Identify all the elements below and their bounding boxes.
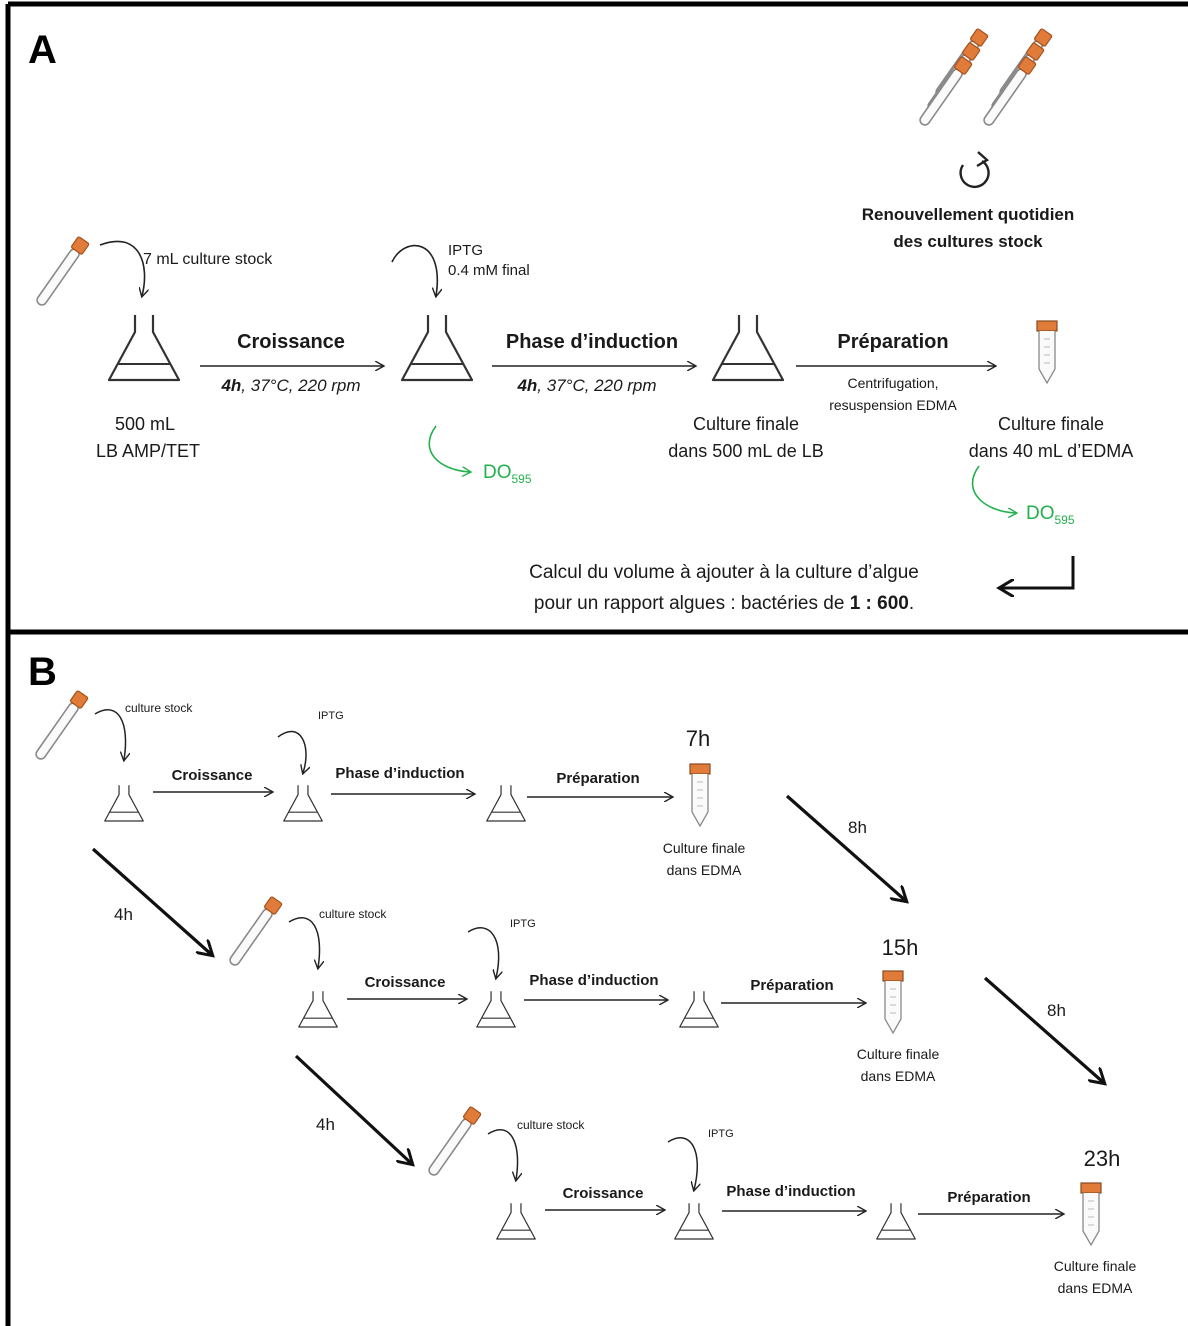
row2-iptg-label: IPTG [510,918,536,930]
tube-icon [31,689,90,763]
row2-final-line2: dans EDMA [860,1068,936,1084]
row3-stock-label: culture stock [517,1118,585,1132]
delay-label-2: 4h [316,1115,335,1134]
stock-tubes-group-right [979,27,1054,129]
panel-a-frame [5,1,1188,1326]
curved-arrow-icon [277,730,306,773]
row3-step3: Préparation [947,1189,1031,1206]
row1-stock-label: culture stock [125,701,193,715]
flask-icon [298,990,338,1028]
row3-time: 23h [1083,1146,1121,1171]
row1-final-line2: dans EDMA [666,862,742,878]
falcon-tube-icon [882,970,904,1034]
delay-label-3: 8h [848,818,867,837]
calc-line2: pour un rapport algues : bactéries de 1 … [533,593,915,614]
tube-icon [225,895,284,969]
panel-b-letter: B [28,650,57,694]
flask3-line1: Culture finale [692,414,800,434]
row3-final-line1: Culture finale [1053,1258,1137,1274]
curved-arrow-icon [487,1129,518,1180]
falcon-tube-icon [689,763,711,827]
flask-icon [283,784,323,822]
rotate-icon [959,151,990,189]
tube-icon [915,55,974,129]
delay-arrow-icon [785,794,906,901]
falcon-tube-icon [1080,1182,1102,1246]
calc-line1: Calcul du volume à ajouter à la culture … [529,562,919,583]
curved-arrow-icon [94,709,126,760]
row3-final-line2: dans EDMA [1057,1280,1133,1296]
iptg-concentration: 0.4 mM final [448,262,530,279]
flask1-volume: 500 mL [114,414,176,434]
row2-final-line1: Culture finale [856,1046,940,1062]
step-induction-conditions: 4h, 37°C, 220 rpm [517,376,657,395]
row1-step1: Croissance [171,767,253,784]
delay-arrow-icon [91,847,212,955]
row2-time: 15h [881,935,919,960]
row1-step3: Préparation [556,770,640,787]
curved-arrow-icon [428,425,470,472]
falcon-tube-icon [1036,320,1058,384]
flask-icon [711,313,785,382]
step-preparation-sub2: resuspension EDMA [829,397,957,413]
tube-final-line1: Culture finale [997,414,1105,434]
flask-icon [674,1202,714,1240]
row1-time: 7h [685,726,711,751]
row3-iptg-label: IPTG [708,1128,734,1140]
delay-label-4: 8h [1047,1001,1066,1020]
iptg-label: IPTG [448,242,484,259]
flask-icon [486,784,526,822]
tube-icon [424,1105,483,1179]
do595-label-2: DO595 [1026,503,1075,527]
row2-step3: Préparation [750,977,834,994]
row1-iptg-label: IPTG [318,710,344,722]
delay-arrow-icon [983,976,1104,1083]
row1-final-line1: Culture finale [662,840,746,856]
row3-step2: Phase d’induction [726,1183,856,1200]
step-induction-title: Phase d’induction [505,331,679,353]
tube-final-line2: dans 40 mL d’EDMA [968,441,1134,461]
flask1-medium: LB AMP/TET [95,441,201,461]
tube-icon [979,55,1038,129]
curved-arrow-icon [667,1137,697,1190]
flask-icon [107,313,181,382]
curved-arrow-icon [391,244,437,296]
row2-stock-label: culture stock [319,907,387,921]
delay-label-1: 4h [114,905,133,924]
flask-icon [876,1202,916,1240]
flask-icon [679,990,719,1028]
curved-arrow-icon [288,917,320,968]
delay-arrow-icon [294,1054,412,1164]
step-croissance-conditions: 4h, 37°C, 220 rpm [221,376,361,395]
panel-a-letter: A [28,28,57,72]
row2-step2: Phase d’induction [529,972,659,989]
curved-arrow-icon [99,240,145,296]
renewal-line1: Renouvellement quotidien [861,205,1075,224]
flask-icon [476,990,516,1028]
flask-icon [104,784,144,822]
row3-step1: Croissance [562,1185,644,1202]
row2-step1: Croissance [364,974,446,991]
stock-tubes-group-left [915,27,990,129]
stock-volume-label: 7 mL culture stock [143,251,273,268]
row1-step2: Phase d’induction [335,765,465,782]
step-preparation-sub1: Centrifugation, [847,375,939,391]
return-arrow-icon [1000,556,1075,588]
flask3-line2: dans 500 mL de LB [668,441,824,461]
tube-icon [32,235,91,309]
step-croissance-title: Croissance [237,331,345,353]
renewal-line2: des cultures stock [893,232,1043,251]
step-preparation-title: Préparation [837,331,949,353]
flask-icon [400,313,474,382]
do595-label-1: DO595 [483,462,532,486]
flask-icon [496,1202,536,1240]
curved-arrow-icon [467,927,499,978]
curved-arrow-icon [971,465,1016,513]
